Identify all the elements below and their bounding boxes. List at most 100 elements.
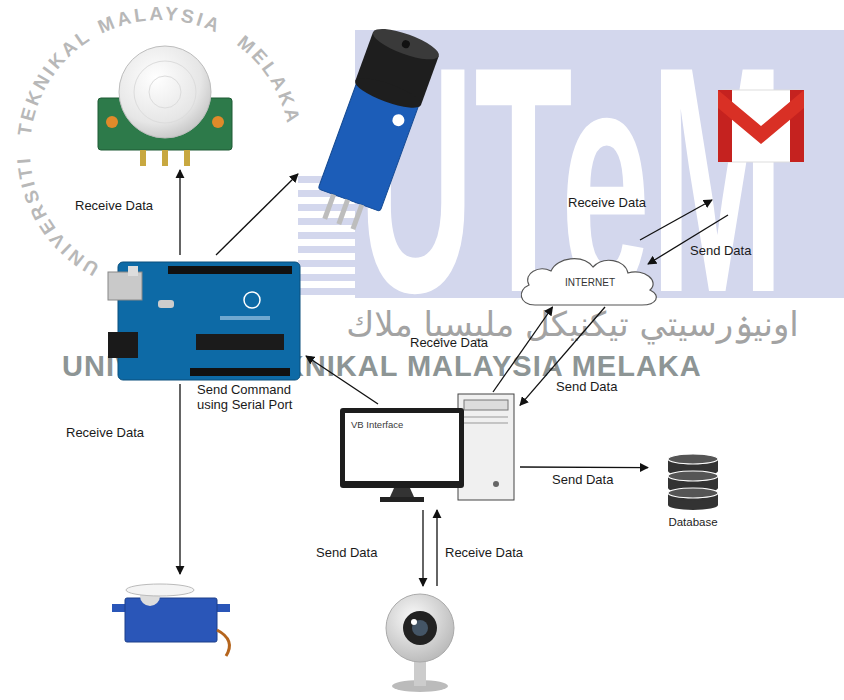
buzzer-module-icon [322, 194, 336, 220]
pir-sensor-icon [184, 150, 190, 166]
watermark-ring-text: TEKNIKAL [14, 24, 95, 137]
watermark-ring-text: MELAKA [234, 31, 305, 127]
logo-stripes [298, 274, 355, 281]
watermark-ring-text: TEKNIKAL [14, 24, 95, 137]
connector-label: Send Data [552, 473, 613, 488]
flow-arrow [216, 174, 298, 255]
arrow-label: Receive Data [66, 426, 144, 441]
connector-arrow [520, 466, 648, 468]
watermark-ring-text: MALAYSIA [95, 3, 226, 38]
pir-sensor-icon [140, 150, 146, 166]
arduino-board-icon [190, 368, 290, 376]
gmail-icon [718, 90, 804, 162]
flow-arrow [436, 510, 437, 586]
flow-arrow [179, 170, 180, 255]
logo-stripes [298, 288, 355, 295]
watermark-ring-text: UNIVERSITI [13, 155, 102, 280]
buzzer-module-icon [336, 199, 350, 225]
cloud-outline [521, 259, 656, 305]
pir-sensor-icon [162, 150, 168, 166]
connector-label: Receive Data [410, 336, 488, 351]
pc-monitor [340, 408, 464, 502]
connector-label: Send Data [556, 380, 617, 395]
webcam-icon [412, 620, 428, 636]
arduino-board-icon [168, 266, 292, 274]
pc-monitor [345, 413, 459, 481]
database-disk [668, 488, 718, 498]
webcam-icon [386, 594, 454, 692]
servo-motor-icon [217, 630, 229, 656]
arrow-label: Receive Data [568, 196, 646, 211]
buzzer-module-icon [352, 73, 424, 114]
buzzer-module-icon [307, 23, 442, 237]
arduino-board-icon [128, 266, 138, 276]
pir-sensor-icon [119, 46, 211, 138]
arrow-label: Send Command using Serial Port [197, 383, 301, 413]
webcam-icon [411, 619, 417, 625]
watermark-ring-text: MALAYSIA [95, 3, 226, 38]
database-disk [668, 500, 718, 510]
flow-arrow [306, 356, 378, 404]
screen-label: VB Interface [351, 419, 403, 430]
pc-tower [464, 400, 508, 410]
arrow-label: Receive Data [75, 199, 153, 214]
watermark-jawi-text: اونيۏرسيتي تيكنيكل مليسيا ملاك [305, 304, 840, 345]
arduino-board-icon [108, 332, 138, 358]
pc-tower [464, 423, 508, 424]
webcam-icon [403, 611, 437, 645]
pir-sensor-icon [134, 61, 196, 123]
logo-stripes [298, 260, 355, 267]
buzzer-module-icon [391, 112, 406, 127]
buzzer-module-icon [351, 204, 365, 230]
arduino-board-icon [220, 316, 270, 320]
pir-sensor-icon [98, 46, 232, 166]
arduino-board-icon [108, 262, 300, 380]
arduino-board-icon [244, 292, 260, 308]
arrow-label: Receive Data [445, 546, 523, 561]
database-disk [668, 454, 718, 464]
database-label: Database [668, 516, 717, 530]
pir-sensor-icon [106, 116, 118, 128]
arduino-board-icon [158, 300, 174, 308]
pir-sensor-icon [149, 76, 181, 108]
watermark-ring-text: UNIVERSITI [13, 155, 102, 280]
internet-cloud: INTERNET [515, 252, 665, 307]
logo-stripes [298, 232, 355, 239]
pc-tower [458, 394, 514, 500]
flow-arrow [422, 510, 423, 586]
connector-arrow [493, 307, 553, 392]
pir-sensor-icon [212, 116, 224, 128]
cloud-label: INTERNET [565, 277, 615, 289]
computer-node: VB Interface [340, 392, 520, 504]
webcam-icon [386, 594, 454, 662]
database-disk [668, 488, 718, 510]
pc-monitor [340, 408, 464, 488]
buzzer-module-icon [401, 39, 411, 49]
servo-motor-icon [126, 584, 194, 596]
arrow-label: Send Data [690, 244, 751, 259]
computer-drawing [340, 392, 520, 504]
arduino-board-icon [196, 334, 284, 350]
arduino-board-icon [118, 262, 300, 380]
servo-motor-icon [125, 598, 217, 642]
pc-tower [464, 417, 508, 418]
flow-arrow [180, 170, 728, 586]
database-node: Database [648, 450, 738, 538]
logo-stripes [298, 246, 355, 253]
arduino-board-icon [108, 272, 142, 300]
database-disk [668, 471, 718, 481]
gmail-icon [718, 90, 804, 162]
pc-tower [493, 481, 499, 487]
servo-motor-icon [112, 584, 230, 656]
pc-monitor [380, 497, 424, 502]
flow-arrow [640, 200, 712, 240]
pc-monitor [390, 488, 414, 497]
buzzer-module-icon [370, 23, 443, 66]
arrow-label: Send Data [316, 546, 377, 561]
watermark-ring-text: MELAKA [234, 31, 305, 127]
gmail-icon [718, 90, 804, 144]
flow-arrow [179, 384, 180, 574]
pc-tower [458, 394, 514, 500]
